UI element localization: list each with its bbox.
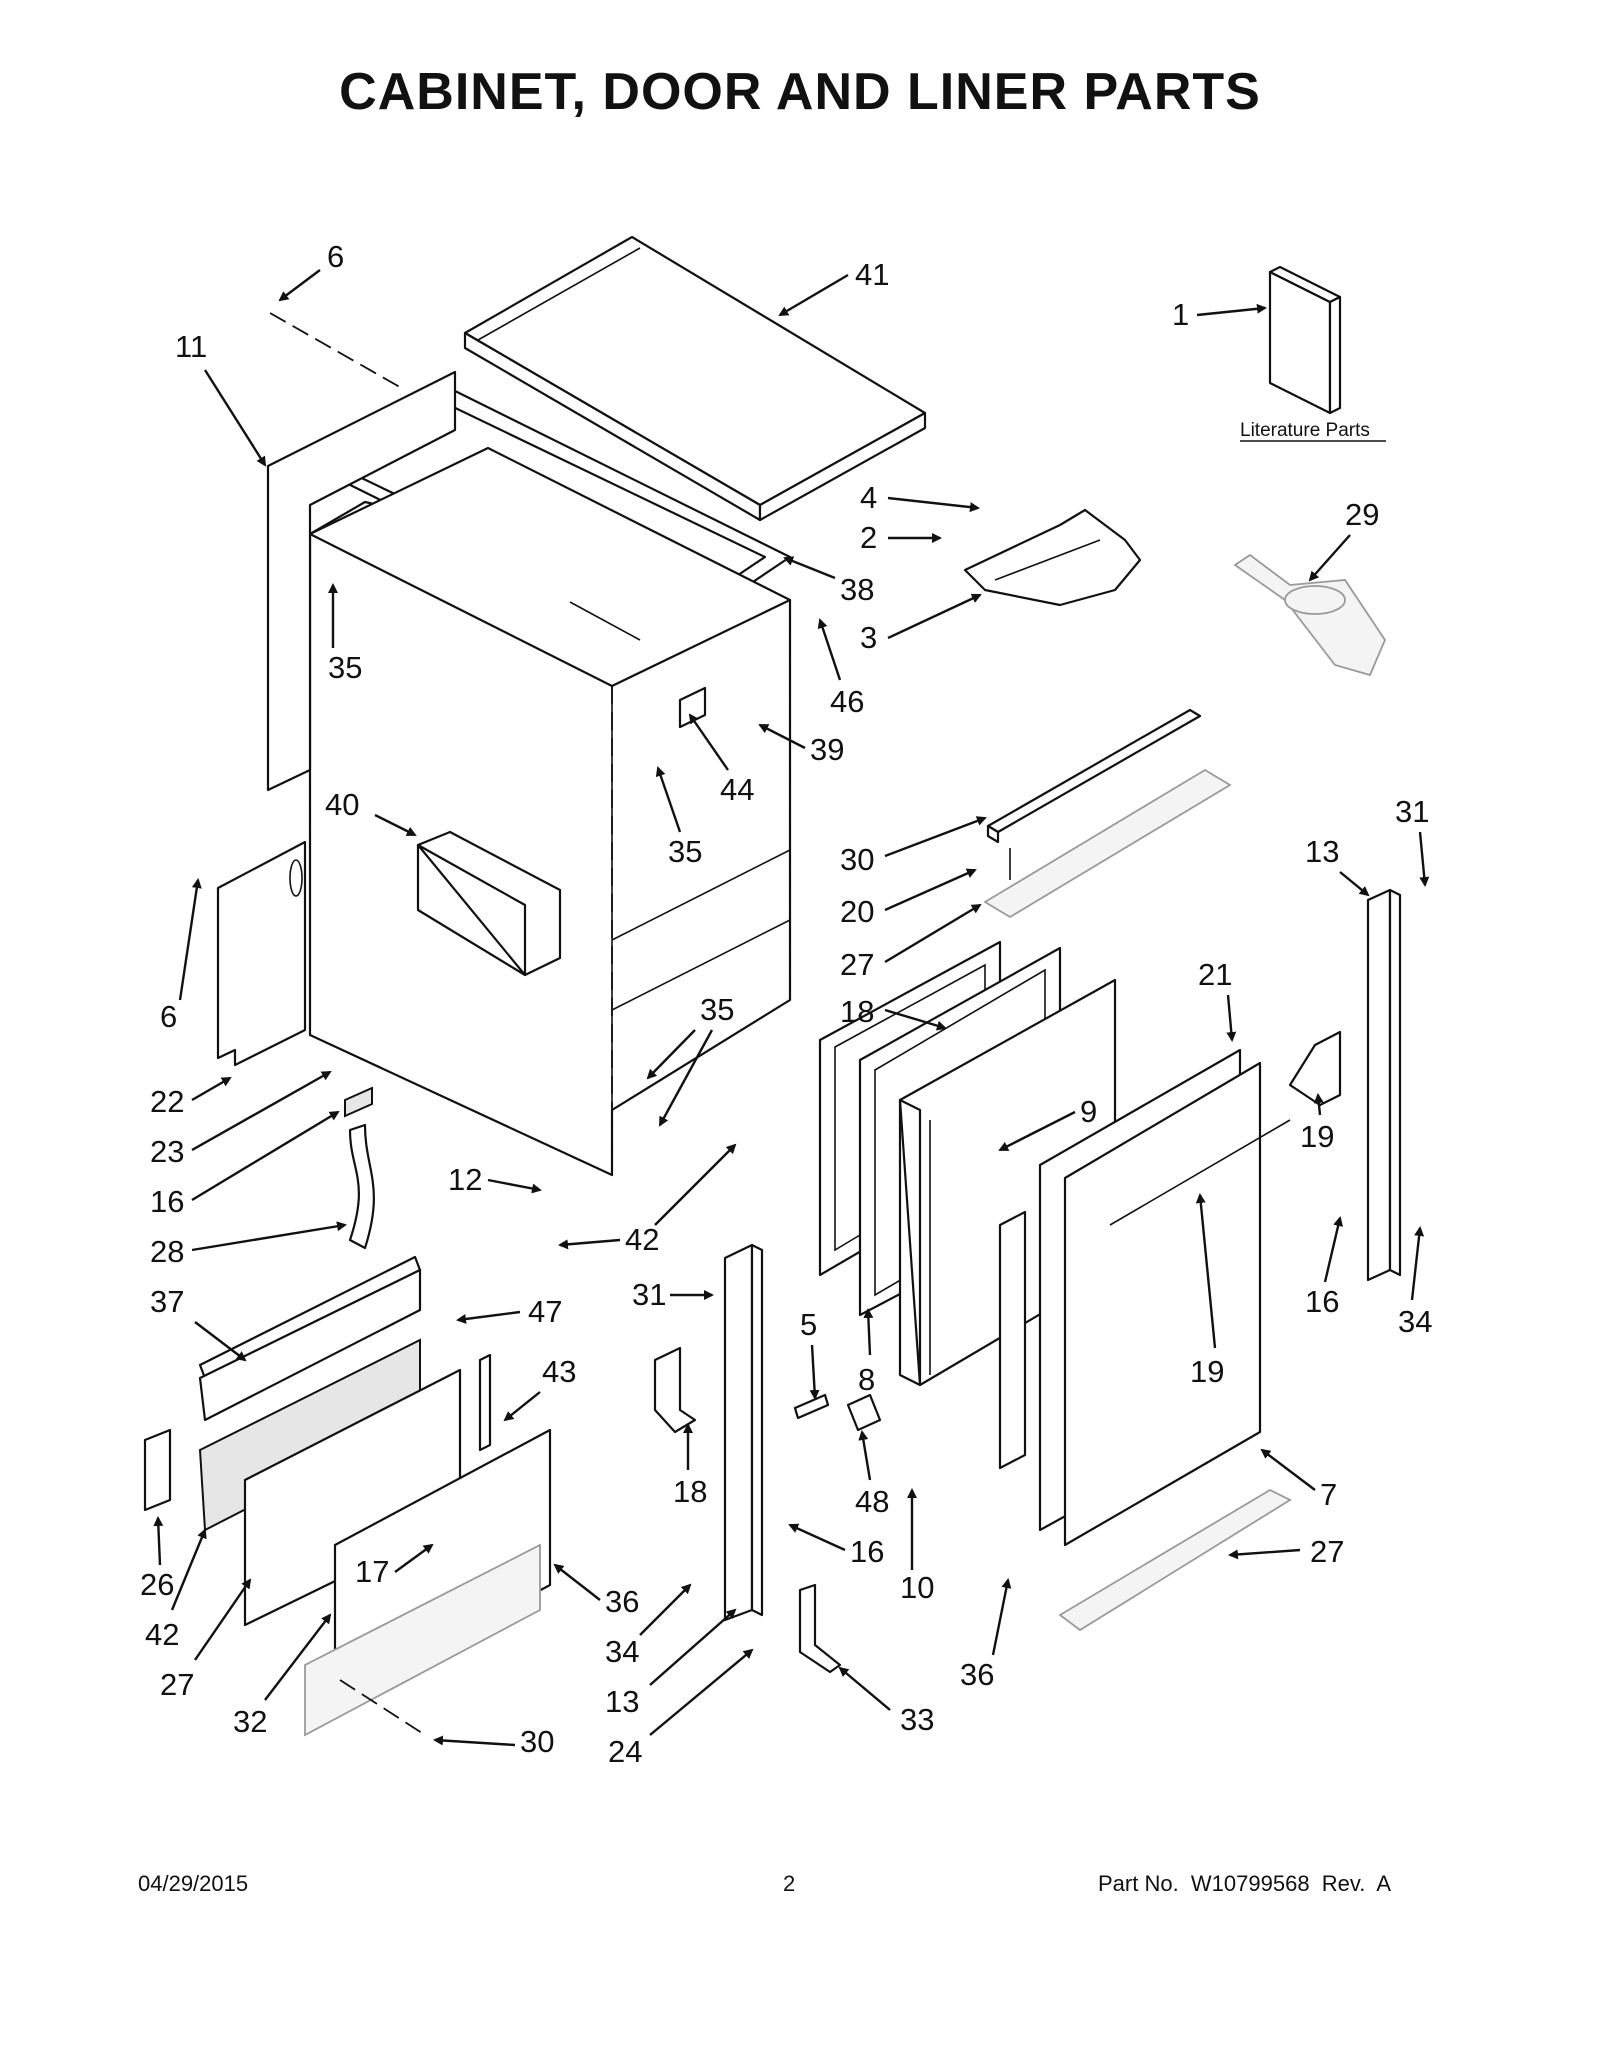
- callout-label: 8: [858, 1362, 875, 1397]
- callout-label: 41: [855, 257, 889, 292]
- spring-part: [793, 1393, 830, 1420]
- callout-label: 36: [960, 1657, 994, 1692]
- callout-label: 31: [1395, 794, 1429, 829]
- callout-label: 6: [327, 239, 344, 274]
- callout-label: 47: [528, 1294, 562, 1329]
- callout-label: 13: [1305, 834, 1339, 869]
- footer-part-number: Part No. W10799568 Rev. A: [1098, 1871, 1392, 1896]
- callout-label: 30: [840, 842, 874, 877]
- callout-label: 22: [150, 1084, 184, 1119]
- callout-label: 38: [840, 572, 874, 607]
- callout-label: 2: [860, 520, 877, 555]
- callout-label: 27: [840, 947, 874, 982]
- callout-label: 5: [800, 1307, 817, 1342]
- callout-label: 23: [150, 1134, 184, 1169]
- lower-light-bar-part: [1058, 1488, 1292, 1632]
- callout-label: 3: [860, 620, 877, 655]
- callout-label: 7: [1320, 1477, 1337, 1512]
- lower-left-panel-part: [216, 840, 307, 1067]
- hose-clamp-part: [344, 1086, 373, 1118]
- callout-label: 43: [542, 1354, 576, 1389]
- left-side-panel-part: [266, 312, 457, 792]
- literature-booklet-part: [1268, 265, 1342, 415]
- bracket-46-part: [678, 686, 707, 729]
- callout-label: 27: [160, 1667, 194, 1702]
- callout-label: 18: [840, 994, 874, 1029]
- footer-date: 04/29/2015: [138, 1871, 249, 1896]
- callout-label: 9: [1080, 1094, 1097, 1129]
- callout-label: 36: [605, 1584, 639, 1619]
- ice-deflector-part: [963, 508, 1142, 607]
- callout-label: 16: [150, 1184, 184, 1219]
- callout-label: 10: [900, 1570, 934, 1605]
- door-trim-part: [998, 1210, 1027, 1470]
- bracket-33-part: [798, 1583, 842, 1674]
- callout-label: 16: [850, 1534, 884, 1569]
- literature-label: Literature Parts: [1240, 420, 1370, 441]
- bracket-18-left-part: [653, 1346, 697, 1434]
- callout-label: 35: [700, 992, 734, 1027]
- callout-label: 12: [448, 1162, 482, 1197]
- callout-label: 31: [632, 1277, 666, 1312]
- callout-label: 26: [140, 1567, 174, 1602]
- rail-and-light-bar-part: [983, 708, 1232, 919]
- top-cover-part: [463, 235, 927, 522]
- callout-label: 27: [1310, 1534, 1344, 1569]
- cabinet-body-part: [308, 446, 792, 1177]
- callout-label: 34: [1398, 1304, 1432, 1339]
- callout-label: 24: [608, 1734, 642, 1769]
- callout-label: 42: [145, 1617, 179, 1652]
- callout-label: 20: [840, 894, 874, 929]
- callout-label: 39: [810, 732, 844, 767]
- left-hinge-part: [723, 1243, 764, 1622]
- callout-label: 32: [233, 1704, 267, 1739]
- callout-label: 33: [900, 1702, 934, 1737]
- callout-label: 17: [355, 1554, 389, 1589]
- callout-label: 1: [1172, 297, 1189, 332]
- callout-label: 21: [1198, 957, 1232, 992]
- callout-label: 4: [860, 480, 877, 515]
- callout-label: 30: [520, 1724, 554, 1759]
- callout-label: 34: [605, 1634, 639, 1669]
- callout-label: 6: [160, 999, 177, 1034]
- callout-label: 37: [150, 1284, 184, 1319]
- ice-scoop-part: [1233, 553, 1387, 677]
- drain-tray-part: [416, 830, 562, 977]
- callout-label: 19: [1190, 1354, 1224, 1389]
- outer-door-part: [1038, 1048, 1291, 1547]
- right-hinge-part: [1366, 888, 1402, 1282]
- callout-label: 28: [150, 1234, 184, 1269]
- pin-part: [846, 1393, 882, 1432]
- footer-page-number: 2: [783, 1871, 796, 1896]
- page-title: CABINET, DOOR AND LINER PARTS: [339, 63, 1261, 121]
- callout-label: 29: [1345, 497, 1379, 532]
- bracket-18-right-part: [1288, 1030, 1342, 1107]
- callout-label: 48: [855, 1484, 889, 1519]
- callout-layer: 6 11 41 1 Literature Parts 4 2 3 29 38 3…: [140, 239, 1432, 1769]
- callout-label: 35: [668, 834, 702, 869]
- callout-label: 19: [1300, 1119, 1334, 1154]
- callout-label: 44: [720, 772, 754, 807]
- callout-label: 42: [625, 1222, 659, 1257]
- callout-label: 11: [175, 329, 207, 364]
- grille-assembly-part: [143, 1255, 552, 1737]
- callout-label: 40: [325, 787, 359, 822]
- callout-label: 18: [673, 1474, 707, 1509]
- callout-label: 35: [328, 650, 362, 685]
- callout-label: 16: [1305, 1284, 1339, 1319]
- drain-hose-part: [348, 1123, 375, 1250]
- callout-label: 13: [605, 1684, 639, 1719]
- callout-label: 46: [830, 684, 864, 719]
